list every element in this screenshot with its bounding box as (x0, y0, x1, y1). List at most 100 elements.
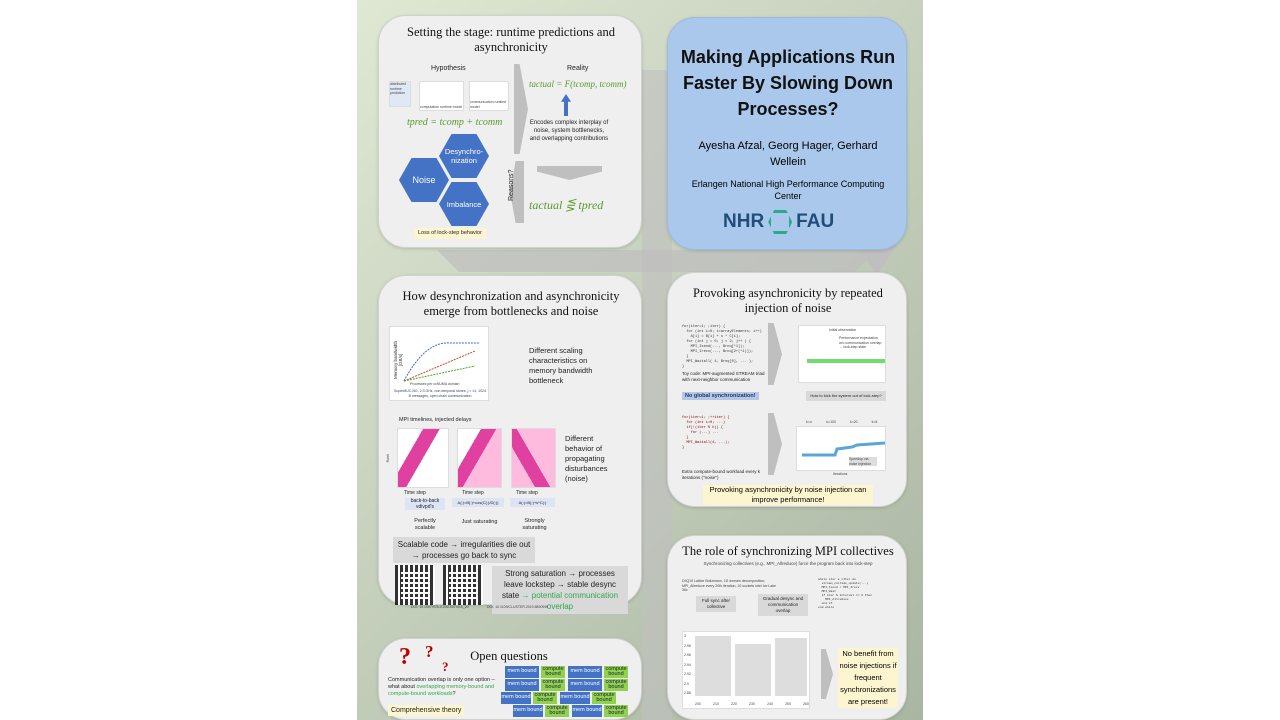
kernel-label: A(:)=B(:)+s*C(:) (510, 498, 555, 507)
nhr-fau-logo: NHR FAU (723, 210, 834, 234)
logo-text-left: NHR (723, 211, 765, 232)
panel-title: Provoking asynchronicity by repeated inj… (693, 286, 883, 315)
affiliation: Erlangen National High Performance Compu… (691, 179, 885, 201)
gradual-desync-note: Gradual desync and communication overlap (758, 594, 808, 616)
t-pred-equation: tpred = tcomp + tcomm (407, 117, 503, 128)
panel-title: The role of synchronizing MPI collective… (682, 544, 894, 558)
t-compare: tactual ⋚ tpred (529, 198, 604, 212)
behavior-label: Just saturating (461, 519, 498, 525)
lbm-pseudocode: while iter ≤ nIter do stream_collide_upd… (818, 578, 873, 609)
flow-arrow (768, 413, 782, 475)
k-label: k=5 (871, 420, 878, 424)
comp-model-label: computation runtime model (420, 104, 463, 109)
doi-link-1[interactable]: DOI: 10.1007/978-3-030-50743-5_20 (411, 605, 469, 609)
variance-band (735, 644, 771, 696)
question-mark-icon: ? (442, 659, 449, 674)
mem-bound-block: mem bound (572, 705, 602, 717)
x-tick: 220 (731, 702, 737, 706)
qr-code-2[interactable] (443, 565, 483, 605)
full-sync-note: Full sync after collective (696, 596, 736, 612)
scalable-note: Scalable code → irregularities die out →… (393, 537, 535, 563)
hex-desync: Desynchro-nization (439, 134, 489, 178)
perf-expectation: Performance expectation w/o communicatio… (839, 336, 882, 349)
performance-band (807, 359, 885, 363)
qr-code-1[interactable] (395, 565, 435, 605)
saturation-text: Strong saturation → processes leave lock… (501, 569, 617, 600)
noise-conclusion: Provoking asynchronicity by noise inject… (703, 485, 873, 505)
mem-bound-block: mem bound (501, 692, 531, 704)
collectives-conclusion: No benefit from noise injections if freq… (838, 648, 898, 708)
bandwidth-curves (403, 342, 480, 382)
plot-xlabel: Processes per ccNUMA domain (410, 382, 460, 386)
y-tick: 2.9 (684, 681, 689, 686)
kernel-label: back-to-back vdivpd's (405, 498, 445, 510)
speedup-plot: Speedup via noise injection (796, 426, 886, 471)
propagating-text: Different behavior of propagating distur… (565, 434, 608, 483)
flow-arrow (437, 250, 877, 272)
lockstep-note: Loss of lock-step behavior (414, 228, 486, 239)
toy-code-caption: Toy code: MPI-augmented STREAM triad wit… (682, 371, 765, 382)
x-tick: 250 (785, 702, 791, 706)
panel-open-questions: ? ? ? Open questions Communication overl… (378, 638, 642, 720)
logo-text-right: FAU (796, 211, 835, 232)
extra-workload-caption: Extra compute-bound workload every k ite… (682, 469, 761, 480)
y-tick: 2.88 (684, 691, 691, 695)
code-snippet-2: for(iter=1; ;++iter) { for (int i=0; ...… (682, 416, 730, 450)
comm-model-figure: communication runtime model (469, 81, 509, 111)
panel-noise-injection: Provoking asynchronicity by repeated inj… (667, 272, 907, 507)
y-tick: 2.94 (684, 662, 691, 667)
t-actual-equation: tactual = F(tcomp, tcomm) (529, 79, 627, 89)
kick-question: How to kick the system out of lock-step? (806, 391, 886, 401)
panel-desync: How desynchronization and asynchronicity… (378, 275, 642, 614)
behavior-label: Perfectly scalable (414, 518, 436, 531)
rank-label: Rank (385, 454, 390, 463)
question-mark-icon: ? (399, 644, 411, 670)
mem-bound-block: mem bound (505, 679, 539, 691)
reality-label: Reality (567, 65, 589, 72)
mem-bound-block: mem bound (560, 692, 590, 704)
x-tick: 230 (749, 702, 755, 706)
encodes-text: Encodes complex interplay of noise, syst… (529, 120, 609, 142)
doi-link-2[interactable]: DOI: 10.1109/CLUSTER.2019.8890995 (487, 605, 549, 609)
compute-bound-block: compute bound (533, 691, 557, 704)
poster: Setting the stage: runtime predictions a… (357, 0, 923, 720)
k-label: k=100 (826, 420, 836, 424)
scaling-text: Different scaling characteristics on mem… (529, 346, 593, 385)
mem-bound-block: mem bound (513, 705, 543, 717)
behavior-label: Strongly saturating (522, 518, 547, 531)
mem-bound-block: mem bound (568, 666, 602, 678)
variance-band (775, 638, 807, 696)
x-tick: 210 (713, 702, 719, 706)
code-snippet: for(iter=1; ;iter) { for (int i=0; i<arr… (682, 325, 762, 369)
compute-bound-block: compute bound (604, 704, 628, 717)
variance-band (695, 636, 731, 696)
question-mark-icon: ? (425, 642, 434, 661)
hexagon-logo-icon (768, 210, 793, 234)
y-tick: 2.96 (684, 653, 691, 657)
timeline-plot-1 (397, 428, 449, 488)
panel-title: Setting the stage: runtime predictions a… (407, 25, 615, 54)
bandwidth-plot: Memory bandwidth [GB/s] Processes per cc… (389, 326, 489, 401)
panel-setting-stage: Setting the stage: runtime predictions a… (378, 15, 642, 248)
flow-arrow (514, 64, 528, 154)
mem-bound-block: mem bound (568, 679, 602, 691)
kernel-label: A(:)=B(:)+cos(C(:)/D(:)) (452, 498, 504, 507)
compute-bound-block: compute bound (541, 665, 565, 678)
panel-title: How desynchronization and asynchronicity… (402, 289, 620, 318)
hypothesis-label: Hypothesis (431, 65, 466, 72)
flow-arrow (537, 166, 602, 180)
compute-bound-block: compute bound (541, 678, 565, 691)
hex-imbalance: Imbalance (439, 182, 489, 226)
overlap-highlight: → potential communication overlap (521, 591, 619, 611)
timeline-plot-3 (511, 428, 556, 488)
initial-observation-plot: Initial observation Performance expectat… (798, 325, 886, 383)
saturation-note: Strong saturation → processes leave lock… (492, 566, 628, 614)
title-box: Making Applications Run Faster By Slowin… (667, 17, 907, 250)
x-tick: 260 (803, 702, 809, 706)
mem-bound-block: mem bound (505, 666, 539, 678)
flow-arrow (768, 323, 782, 385)
x-tick: 240 (767, 702, 773, 706)
